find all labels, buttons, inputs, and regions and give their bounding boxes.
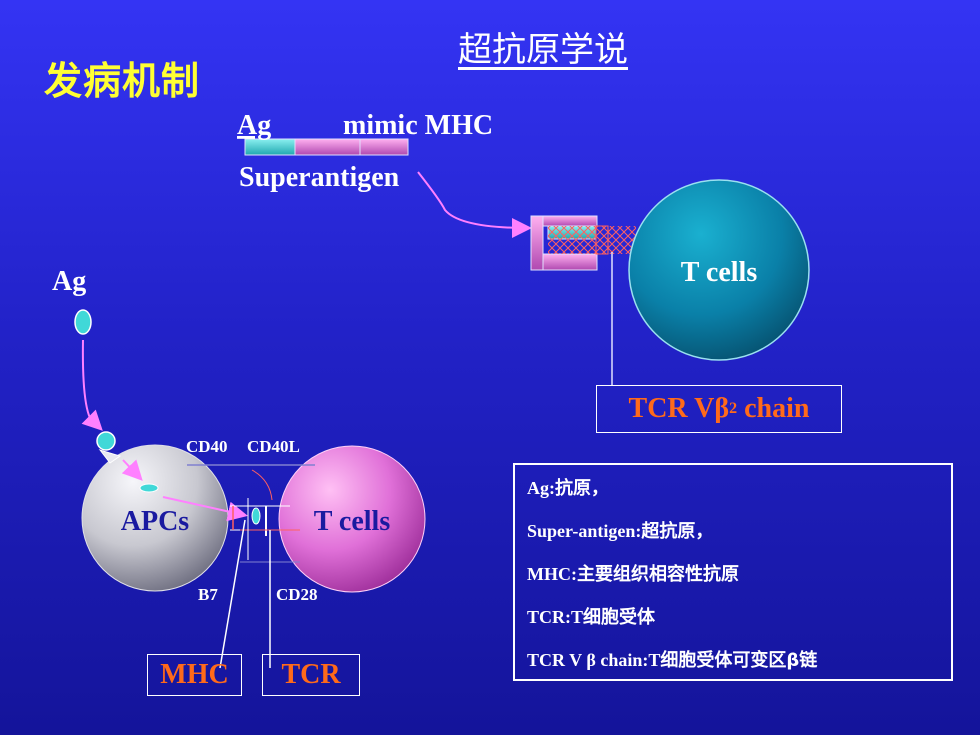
antigen-ellipse	[74, 309, 92, 335]
cd40l-label: CD40L	[247, 437, 300, 456]
t-cell-pink	[278, 445, 426, 593]
conventional-ag-label: Ag	[52, 266, 86, 297]
tcr-chain-prefix: TCR Vβ	[628, 393, 730, 424]
legend-item: TCR V β chain:T细胞受体可变区β链	[527, 645, 951, 688]
superantigen-label: Superantigen	[239, 162, 400, 193]
legend-item: MHC:主要组织相容性抗原	[527, 559, 951, 602]
mhc-pointer	[219, 519, 246, 669]
apc-label: APCs	[121, 506, 190, 537]
superantigen-arrow	[417, 171, 532, 238]
legend-desc: 细胞受体可变区β链	[660, 650, 818, 671]
slide-title: 发病机制	[44, 59, 201, 103]
legend-item: Ag:抗原，	[527, 473, 951, 516]
legend-term: MHC:	[527, 564, 577, 584]
legend-item: Super-antigen:超抗原，	[527, 516, 951, 559]
endocytosis-icon	[98, 449, 122, 464]
legend-term: Super-antigen:	[527, 521, 642, 541]
superantigen-molecule	[244, 138, 409, 156]
cd40-label: CD40	[186, 437, 228, 456]
mimic-mhc-label: mimic MHC	[343, 110, 493, 141]
legend-term: TCR V β chain:T	[527, 650, 661, 670]
superantigen-tcr-complex	[530, 215, 636, 271]
t-cell-pink-label: T cells	[314, 506, 391, 537]
legend-desc: 抗原，	[555, 478, 609, 499]
tcr-box: TCR	[262, 654, 360, 696]
t-cell-teal	[628, 179, 810, 361]
tcr-chain-suffix: chain	[737, 393, 810, 424]
b7-label: B7	[198, 585, 218, 604]
mhc-box: MHC	[147, 654, 242, 696]
synapse-molecules	[187, 464, 315, 563]
tcr-chain-subscript: 2	[729, 400, 738, 417]
legend-desc: 细胞受体	[583, 607, 656, 628]
cd28-label: CD28	[276, 585, 318, 604]
superantigen-ag-label: Ag	[237, 110, 271, 141]
antigen-entering-icon	[96, 431, 116, 451]
slide-subtitle: 超抗原学说	[458, 30, 628, 70]
legend-desc: 超抗原，	[641, 521, 714, 542]
t-cell-teal-label: T cells	[681, 257, 758, 288]
legend-term: TCR:T	[527, 607, 584, 627]
legend-item: TCR:T细胞受体	[527, 602, 951, 645]
presentation-arrow	[162, 496, 248, 522]
antigen-arrow	[81, 339, 103, 431]
legend-desc: 主要组织相容性抗原	[576, 564, 739, 585]
processed-antigen	[139, 483, 159, 493]
internalize-arrow	[121, 459, 143, 481]
legend-box: Ag:抗原， Super-antigen:超抗原， MHC:主要组织相容性抗原 …	[513, 463, 953, 681]
legend-term: Ag:	[527, 478, 555, 498]
